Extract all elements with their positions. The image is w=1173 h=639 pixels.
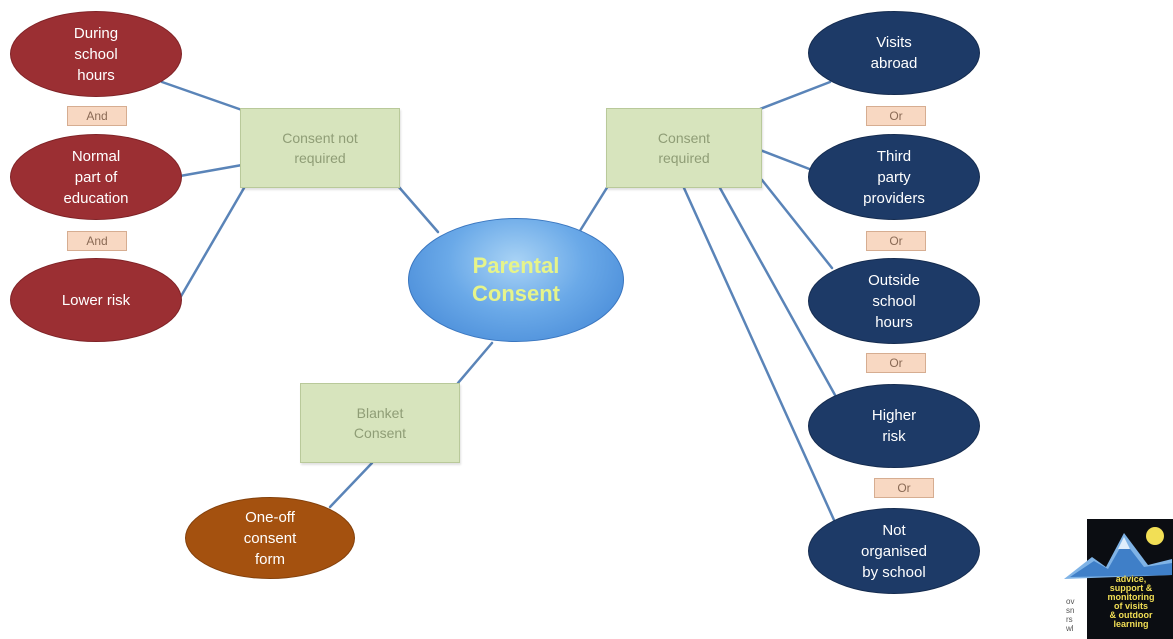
- condition-lower-risk: Lower risk: [10, 258, 182, 342]
- condition-not-organised-by-school: Not organised by school: [808, 508, 980, 594]
- blanket-consent-box: Blanket Consent: [300, 383, 460, 463]
- line-not-required-lower-risk: [178, 186, 246, 300]
- logo-side-text: ov sn rs wl: [1066, 597, 1075, 633]
- consent-not-required-box: Consent not required: [240, 108, 400, 188]
- connector-or-1: Or: [866, 106, 926, 126]
- condition-normal-part-of-education: Normal part of education: [10, 134, 182, 220]
- line-required-outside-school: [760, 178, 834, 270]
- connector-and-2: And: [67, 231, 127, 251]
- connector-and-1: And: [67, 106, 127, 126]
- parental-consent-node: Parental Consent: [408, 218, 624, 342]
- line-required-third-party: [758, 148, 814, 172]
- line-center-consent-not-required: [396, 184, 440, 234]
- condition-outside-school-hours: Outside school hours: [808, 258, 980, 344]
- consent-required-box: Consent required: [606, 108, 762, 188]
- mountain-logo-icon: [1064, 519, 1173, 639]
- line-center-consent-required: [576, 184, 610, 236]
- logo-text: advice, support & monitoring of visits &…: [1107, 574, 1155, 629]
- line-center-blanket-consent: [456, 341, 494, 385]
- line-required-higher-risk: [718, 186, 837, 397]
- line-not-required-during-school: [160, 80, 244, 112]
- line-blanket-one-off: [328, 461, 374, 509]
- connector-or-4: Or: [874, 478, 934, 498]
- connector-or-2: Or: [866, 231, 926, 251]
- one-off-consent-form-node: One-off consent form: [185, 497, 355, 579]
- line-required-visits-abroad: [758, 80, 832, 111]
- condition-third-party-providers: Third party providers: [808, 134, 980, 220]
- connector-or-3: Or: [866, 353, 926, 373]
- line-not-required-normal-part: [178, 163, 244, 178]
- condition-visits-abroad: Visits abroad: [808, 11, 980, 95]
- condition-higher-risk: Higher risk: [808, 384, 980, 468]
- organisation-logo: advice, support & monitoring of visits &…: [1060, 519, 1173, 639]
- condition-during-school-hours: During school hours: [10, 11, 182, 97]
- line-required-not-organised: [682, 186, 836, 522]
